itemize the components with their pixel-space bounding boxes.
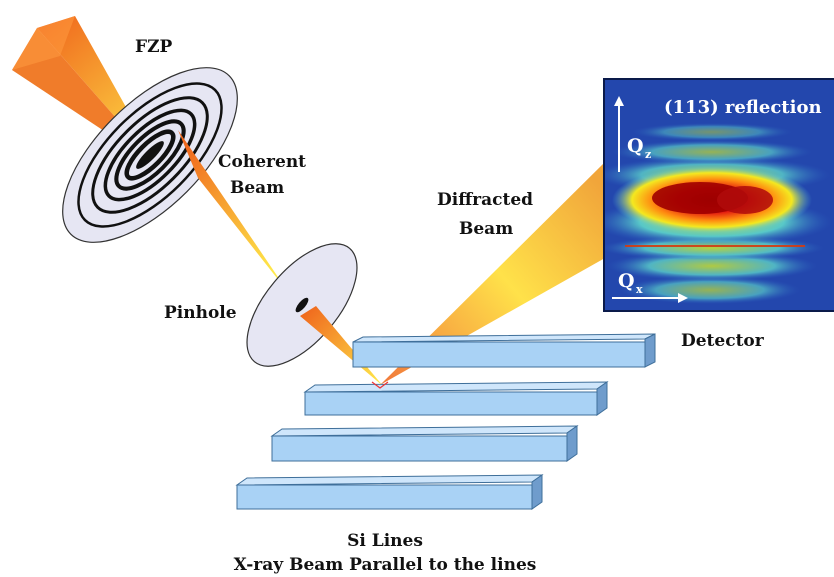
coherent-beam-label-line1: Coherent	[218, 152, 306, 172]
si-line-3	[270, 425, 579, 462]
qx-axis-label: Q	[618, 270, 635, 292]
fzp-zone-plate	[62, 67, 238, 243]
qz-axis-arrow	[614, 96, 624, 172]
diffracted-beam	[380, 162, 605, 385]
si-line-2	[303, 381, 609, 416]
caption-line2: X-ray Beam Parallel to the lines	[234, 555, 537, 575]
si-lines	[235, 333, 656, 510]
reflection-label: (113) reflection	[664, 97, 822, 118]
si-line-4	[235, 474, 544, 510]
diffracted-beam-label-line1: Diffracted	[437, 190, 533, 210]
si-line-1	[352, 333, 656, 368]
diffracted-beam-label-line2: Beam	[459, 219, 513, 239]
beam-spot	[371, 381, 389, 389]
qz-axis-label: Q	[627, 135, 644, 157]
coherent-beam-label-line2: Beam	[230, 178, 284, 198]
pinhole-label: Pinhole	[164, 303, 237, 323]
detector-frame	[603, 78, 834, 312]
detector-label: Detector	[681, 331, 765, 351]
caption-line1: Si Lines	[347, 531, 423, 551]
qx-axis-subscript: x	[636, 283, 643, 296]
fzp-label: FZP	[135, 37, 172, 57]
qx-axis-arrow	[612, 293, 688, 303]
detector-image	[605, 80, 834, 310]
qz-axis-subscript: z	[645, 148, 651, 161]
